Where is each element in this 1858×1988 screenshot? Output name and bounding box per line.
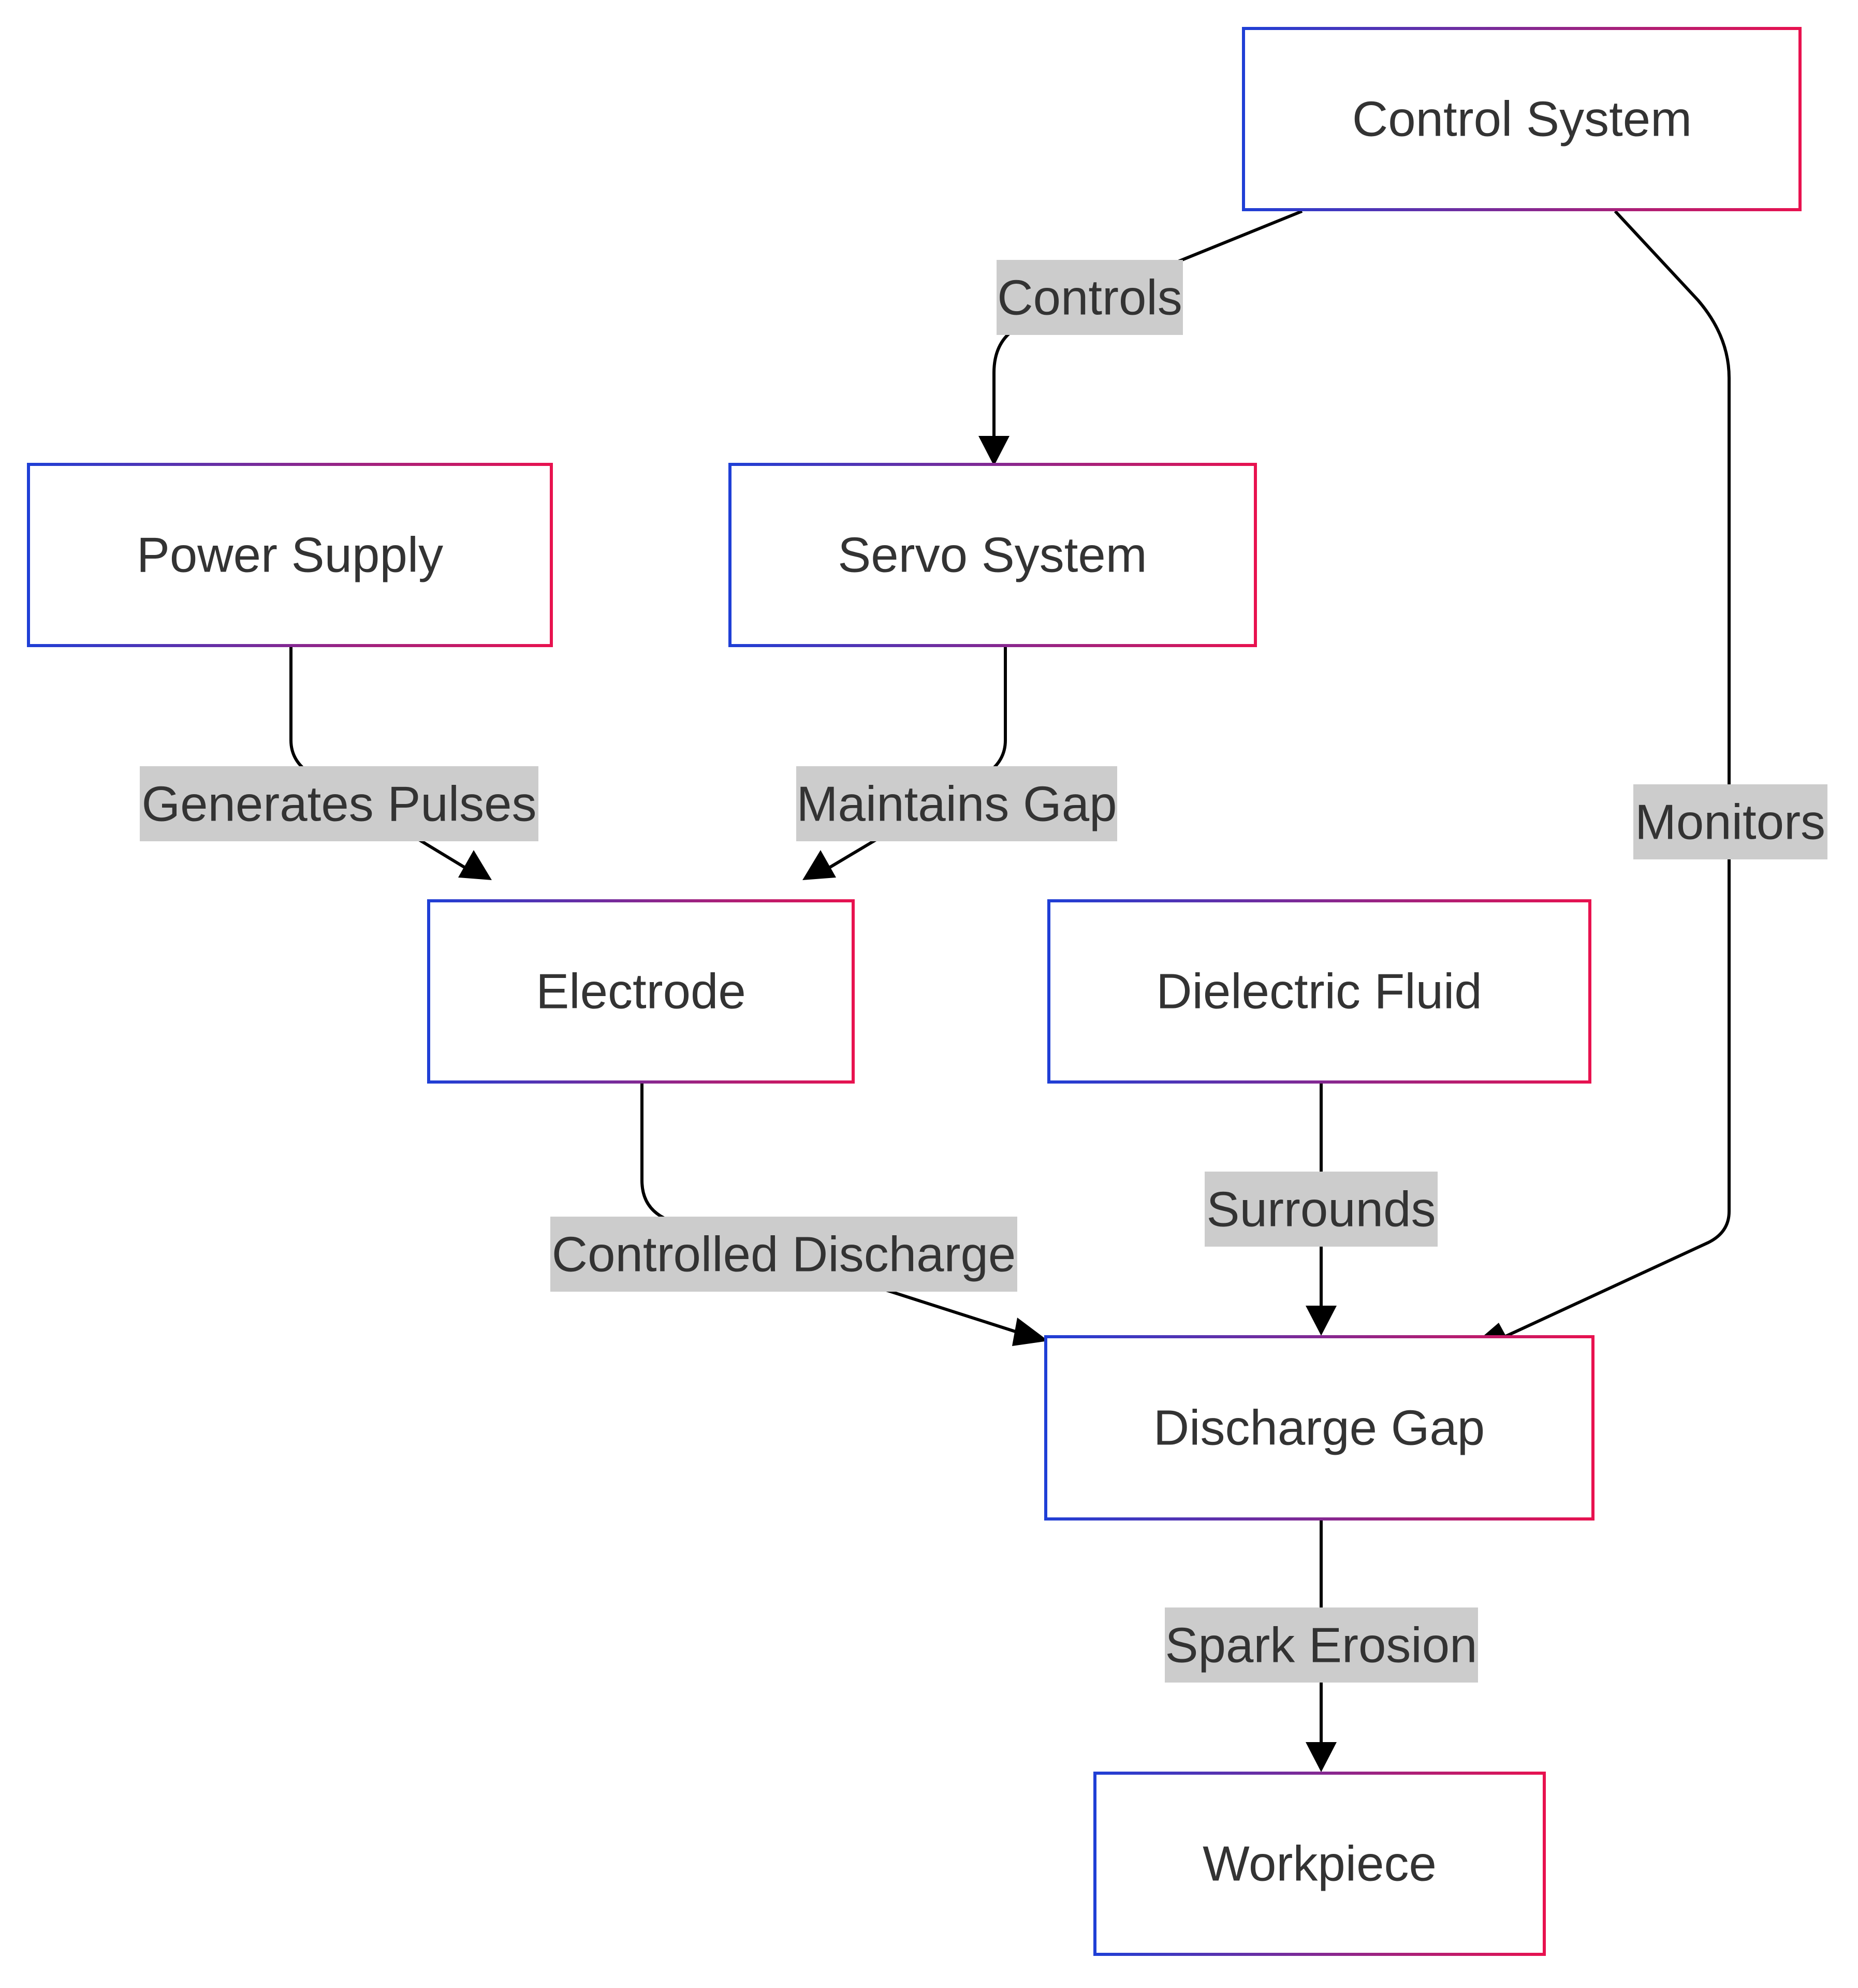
node-workpiece[interactable]: Workpiece [1093,1772,1546,1956]
edge-line-monitors [1500,210,1731,1340]
node-label-dielectric-fluid: Dielectric Fluid [1156,964,1482,1019]
edge-spark-erosion: Spark Erosion [1165,1521,1478,1772]
edge-label-bg-surrounds [1205,1172,1438,1247]
node-label-power-supply: Power Supply [137,528,443,583]
edge-controlled-discharge: Controlled Discharge [550,1084,1048,1346]
node-label-workpiece: Workpiece [1203,1836,1437,1892]
edge-label-generates-pulses: Generates Pulses [141,777,536,832]
edge-maintains-gap: Maintains Gap [796,647,1117,880]
node-label-electrode: Electrode [536,964,746,1019]
edge-monitors: Monitors [1481,210,1827,1351]
edge-label-bg-controls [997,260,1183,335]
edge-label-spark-erosion: Spark Erosion [1165,1618,1477,1673]
node-label-control-system: Control System [1352,92,1692,147]
edge-label-monitors: Monitors [1635,795,1825,850]
edge-generates-pulses: Generates Pulses [140,647,538,880]
node-electrode[interactable]: Electrode [427,899,855,1084]
node-control-system[interactable]: Control System [1242,27,1802,211]
edge-line-controls [992,210,1303,466]
node-servo-system[interactable]: Servo System [728,463,1257,647]
edge-line-controlled-discharge [640,1084,1026,1336]
arrowhead-generates-pulses [458,850,492,880]
edge-label-bg-spark-erosion [1165,1607,1478,1683]
node-label-servo-system: Servo System [838,528,1147,583]
edge-controls: Controls [978,210,1303,466]
edge-label-maintains-gap: Maintains Gap [797,777,1117,832]
edge-label-surrounds: Surrounds [1207,1182,1436,1237]
arrowhead-controlled-discharge [1012,1318,1048,1346]
node-power-supply[interactable]: Power Supply [27,463,553,647]
edge-label-bg-controlled-discharge [550,1217,1017,1292]
arrowhead-maintains-gap [802,850,836,880]
arrowhead-controls [978,436,1010,466]
arrowhead-spark-erosion [1306,1742,1337,1772]
edge-label-controlled-discharge: Controlled Discharge [552,1227,1016,1282]
edge-surrounds: Surrounds [1205,1084,1438,1336]
node-discharge-gap[interactable]: Discharge Gap [1044,1335,1594,1521]
node-dielectric-fluid[interactable]: Dielectric Fluid [1047,899,1591,1084]
arrowhead-surrounds [1306,1306,1337,1336]
edge-label-bg-generates-pulses [140,766,538,841]
edge-label-bg-monitors [1633,784,1827,859]
edge-label-controls: Controls [997,270,1182,326]
edge-label-bg-maintains-gap [796,766,1117,841]
node-label-discharge-gap: Discharge Gap [1153,1400,1485,1456]
